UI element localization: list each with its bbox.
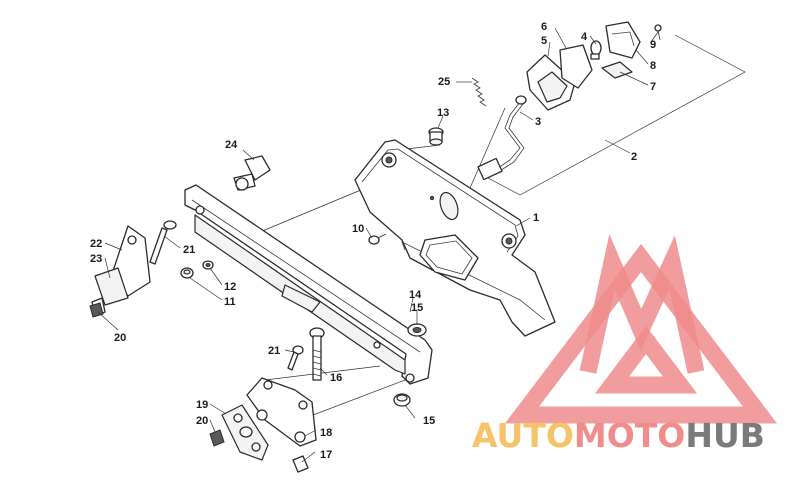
washer-15-lower (393, 393, 411, 407)
callout-21-lower: 21 (268, 345, 280, 357)
bolt-21-lower (287, 345, 304, 371)
callout-labels: 1 2 3 4 5 6 7 8 9 10 11 12 13 14 15 15 1… (90, 21, 656, 461)
callout-19: 19 (196, 399, 208, 411)
callout-12: 12 (224, 281, 236, 293)
license-plate-bracket (354, 139, 556, 337)
callout-9: 9 (650, 39, 656, 51)
nut-11 (180, 267, 194, 279)
callout-3: 3 (535, 116, 541, 128)
watermark-outer-triangle (504, 243, 778, 424)
callout-18: 18 (320, 427, 332, 439)
callout-4: 4 (581, 31, 588, 43)
wire-harness-3 (477, 95, 527, 181)
callout-23: 23 (90, 253, 102, 265)
callout-22: 22 (90, 238, 102, 250)
bolt-21-upper (149, 220, 177, 265)
callout-15-lower: 15 (423, 415, 435, 427)
callout-20-upper: 20 (114, 332, 126, 344)
bushing-13 (428, 127, 444, 146)
watermark-moto: MOTO (574, 416, 685, 455)
callout-14: 14 (409, 289, 422, 301)
callout-6: 6 (541, 21, 547, 33)
screw-9 (654, 24, 662, 41)
callout-21-upper: 21 (183, 244, 195, 256)
watermark-text: AUTOMOTOHUB (472, 416, 765, 455)
cover-8 (605, 21, 641, 59)
callout-leaders (97, 27, 659, 463)
callout-8: 8 (650, 60, 656, 72)
washer-12 (202, 260, 214, 270)
callout-15-upper: 15 (411, 302, 423, 314)
washer-15-upper (407, 323, 427, 337)
automotohub-watermark: AUTOMOTOHUB (472, 234, 778, 455)
screw-10 (368, 233, 387, 245)
nut-17 (292, 455, 309, 473)
callout-25: 25 (438, 76, 450, 88)
callout-2: 2 (631, 151, 637, 163)
watermark-hub: HUB (685, 416, 765, 455)
callout-7: 7 (650, 81, 656, 93)
callout-20-lower: 20 (196, 415, 208, 427)
callout-24: 24 (225, 139, 238, 151)
lower-bracket-18 (246, 377, 317, 447)
callout-5: 5 (541, 35, 547, 47)
lamp-housing-5 (526, 54, 576, 111)
callout-1: 1 (533, 212, 539, 224)
watermark-inner-m (579, 234, 705, 374)
callout-17: 17 (320, 449, 332, 461)
left-side-bracket (89, 225, 151, 318)
bolt-16 (309, 327, 325, 381)
gasket-plate-19 (221, 404, 269, 461)
spring-25 (471, 77, 487, 107)
callout-10: 10 (352, 223, 364, 235)
watermark-auto: AUTO (472, 416, 574, 455)
watermark-inner-triangle (594, 325, 698, 394)
thumb-knob (233, 155, 271, 191)
callout-13: 13 (437, 107, 449, 119)
nut-20-lower (209, 429, 225, 447)
callout-11: 11 (224, 296, 236, 308)
bulb-4 (590, 40, 602, 60)
mounting-rail (184, 184, 433, 385)
lens-6 (559, 44, 593, 89)
callout-16: 16 (330, 372, 342, 384)
